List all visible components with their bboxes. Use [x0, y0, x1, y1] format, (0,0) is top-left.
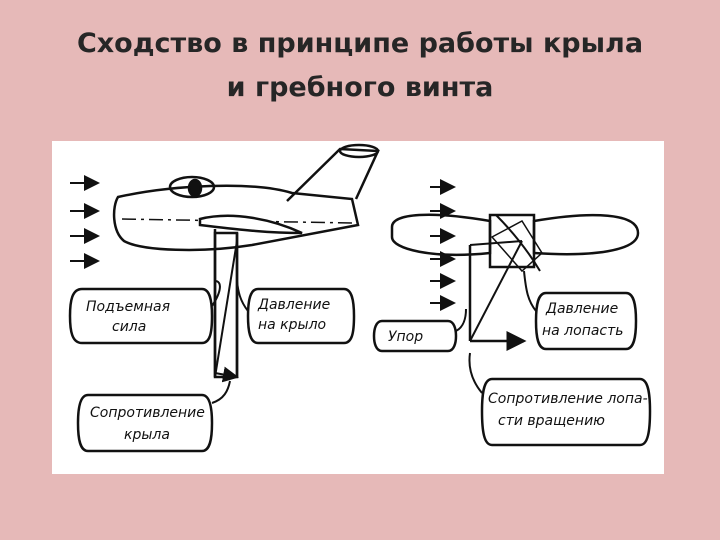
callout-wing-pressure: Давление на крыло	[236, 280, 356, 345]
wing-pressure-label-1: Давление	[257, 297, 330, 313]
blade-pressure-label-2: на лопасть	[542, 323, 624, 339]
blade-resist-label-1: Сопротивление лопа-	[488, 391, 648, 407]
resultant-blade	[469, 240, 523, 342]
airflow-arrows-left	[70, 175, 100, 269]
blade-force-vectors	[468, 240, 527, 351]
lift-label-2: сила	[112, 319, 146, 335]
wing-pressure-label-2: на крыло	[258, 317, 326, 333]
title-line-1: Сходство в принципе работы крыла	[76, 28, 644, 59]
cockpit-dot	[187, 178, 203, 198]
fin-tip	[338, 143, 380, 159]
title-line-2: и гребного винта	[226, 72, 494, 103]
airplane	[112, 143, 380, 252]
callout-blade-resistance: Сопротивление лопа- сти вращению	[468, 352, 652, 447]
thrust-label: Упор	[388, 329, 423, 345]
airflow-arrows-right	[430, 179, 456, 311]
blade-pressure-label-1: Давление	[545, 301, 618, 317]
blade-right	[532, 213, 640, 256]
callout-blade-pressure: Давление на лопасть	[523, 270, 638, 351]
callout-thrust: Упор	[372, 308, 467, 353]
cockpit	[168, 175, 216, 199]
diagram-figure: Подъемная сила Давление на крыло Сопроти…	[52, 141, 664, 474]
lift-label-1: Подъемная	[86, 299, 170, 315]
propeller	[390, 213, 640, 273]
wing-drag-label-1: Сопротивление	[90, 405, 205, 421]
blade-left	[390, 213, 492, 257]
wing-drag-label-2: крыла	[124, 427, 170, 443]
tail-fin	[286, 147, 380, 202]
wing-force-vectors	[213, 229, 239, 383]
callout-lift: Подъемная сила	[68, 280, 221, 345]
callout-wing-drag: Сопротивление крыла	[76, 380, 231, 453]
diagram-svg: Подъемная сила Давление на крыло Сопроти…	[68, 143, 652, 453]
wing-section	[198, 214, 303, 235]
resultant	[214, 240, 238, 378]
slide-title: Сходство в принципе работы крыла и гребн…	[0, 22, 720, 110]
blade-resist-label-2: сти вращению	[498, 413, 605, 429]
